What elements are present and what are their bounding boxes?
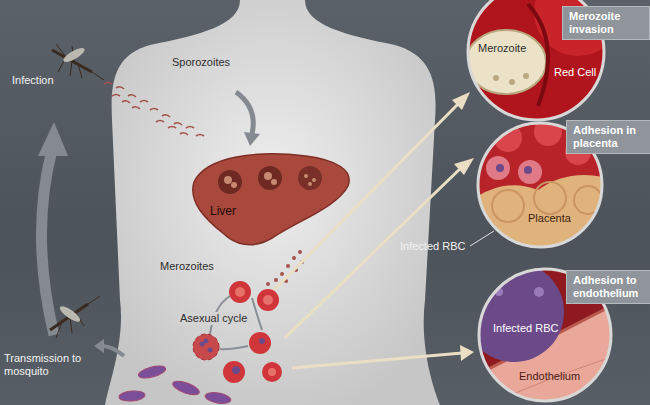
stage-label: Merozoites [160, 260, 214, 273]
part-label: Placenta [528, 212, 571, 225]
part-label: Endothelium [519, 370, 580, 383]
part-label: Merozoite [478, 42, 526, 55]
red-blood-cells [193, 281, 282, 383]
zoom-inset: Adhesion in placentaPlacenta [478, 118, 650, 248]
inset-heading: Adhesion in placenta [566, 120, 650, 154]
liver-arrowhead [244, 132, 260, 146]
leader-line [470, 231, 494, 246]
mosquito [50, 296, 100, 338]
cycle-arrowhead [38, 122, 68, 156]
liver-arrow [236, 92, 253, 134]
part-label: Red Cell [554, 66, 596, 79]
transmission-arrowhead [94, 339, 104, 353]
zoom-inset: Merozoite invasionMerozoiteRed Cell [466, 0, 650, 122]
body-silhouette [105, 0, 440, 405]
mosquito [52, 44, 104, 80]
pointer-arrows [272, 92, 474, 368]
transmission-arrow [102, 346, 124, 356]
part-label: Infected RBC [493, 322, 558, 335]
callout-label: Infected RBC [400, 240, 465, 253]
stage-label: Transmission to mosquito [4, 352, 88, 378]
stage-label: Infection [12, 74, 54, 87]
organ-label: Liver [210, 204, 236, 218]
inset-heading: Adhesion to endothelium [566, 270, 650, 304]
stage-label: Sporozoites [172, 56, 230, 69]
zoom-inset: Adhesion to endotheliumInfected RBC Endot… [479, 262, 650, 402]
stage-label: Asexual cycle [178, 312, 249, 325]
liver-organ: Liver [188, 148, 354, 248]
sporozoites [104, 83, 204, 137]
inset-heading: Merozoite invasion [562, 6, 650, 40]
liver-organ-shape [188, 148, 354, 248]
cycle-arrow [41, 150, 54, 335]
gametocytes [119, 364, 232, 405]
